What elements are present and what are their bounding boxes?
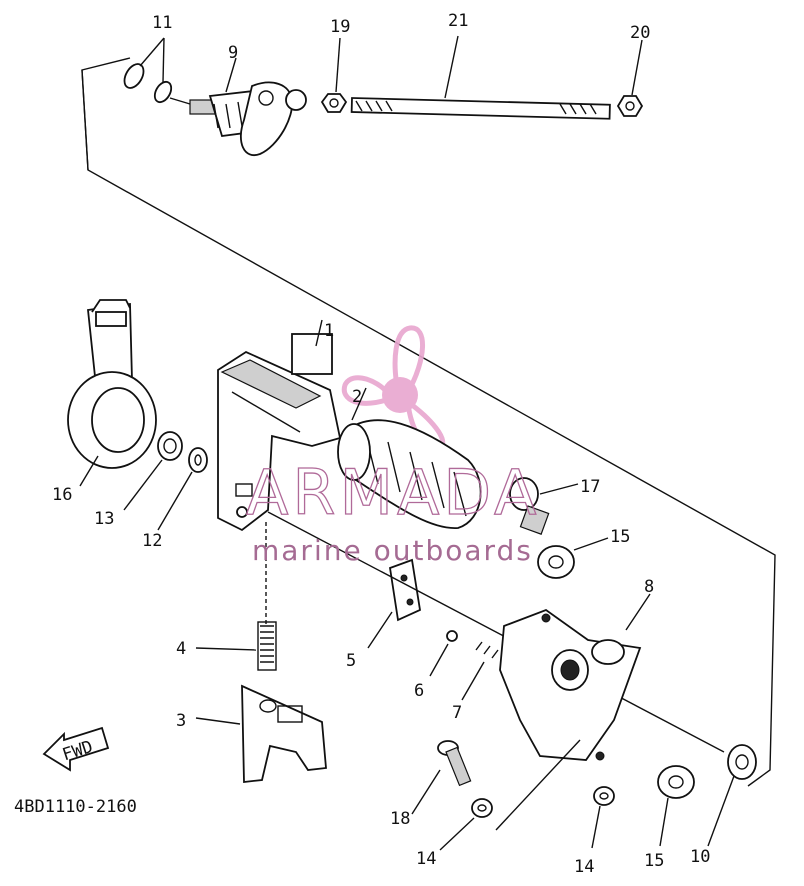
part-label-5: 5 [346, 651, 356, 671]
part-3-detent [195, 684, 327, 784]
part-18-bolt [411, 740, 472, 815]
part-15-washer-upper [537, 537, 609, 579]
fwd-arrow-icon: FWD [42, 726, 110, 772]
part-code: 4BD1110-2160 [14, 797, 137, 817]
part-4-spring [195, 621, 277, 671]
part-label-13: 13 [94, 509, 114, 529]
part-10-washer [707, 744, 757, 847]
part-label-20: 20 [630, 23, 650, 43]
part-20-nut [616, 39, 644, 117]
part-7-spring [461, 641, 499, 701]
part-label-3: 3 [176, 711, 186, 731]
part-label-1: 1 [324, 321, 334, 341]
part-label-8: 8 [644, 577, 654, 597]
part-label-6: 6 [414, 681, 424, 701]
part-9-ball-joint [189, 57, 307, 157]
part-label-7: 7 [452, 703, 462, 723]
part-label-15b: 15 [644, 851, 664, 871]
part-label-12: 12 [142, 531, 162, 551]
part-label-19: 19 [330, 17, 350, 37]
part-1-housing [217, 319, 342, 532]
part-label-2: 2 [352, 387, 362, 407]
part-label-15a: 15 [610, 527, 630, 547]
part-8-lever-bracket [499, 593, 651, 761]
part-label-17: 17 [580, 477, 600, 497]
part-16-handle-cover [67, 299, 157, 487]
part-label-9: 9 [228, 43, 238, 63]
part-label-14b: 14 [574, 857, 594, 877]
part-label-18: 18 [390, 809, 410, 829]
part-15-washer-lower [657, 765, 695, 847]
part-label-21: 21 [448, 11, 468, 31]
part-label-10: 10 [690, 847, 710, 867]
part-label-14a: 14 [416, 849, 436, 869]
part-label-11: 11 [152, 13, 172, 33]
part-12-washer [157, 447, 208, 531]
watermark-title: ARMADA [246, 456, 540, 529]
part-14-washer-right [591, 786, 615, 849]
assembly-outline [81, 57, 776, 787]
part-label-16: 16 [52, 485, 72, 505]
watermark-subtitle: marine outboards [252, 534, 533, 567]
part-17-screw [509, 477, 579, 535]
part-2-grip [337, 387, 482, 529]
part-14-washer-left [439, 798, 493, 851]
part-6-ball [429, 630, 458, 677]
part-21-long-bolt [350, 35, 611, 120]
part-13-bushing [123, 431, 183, 511]
part-19-nut [320, 37, 348, 113]
part-label-4: 4 [176, 639, 186, 659]
part-5-plate [367, 558, 421, 649]
part-11-o-rings [123, 37, 191, 105]
